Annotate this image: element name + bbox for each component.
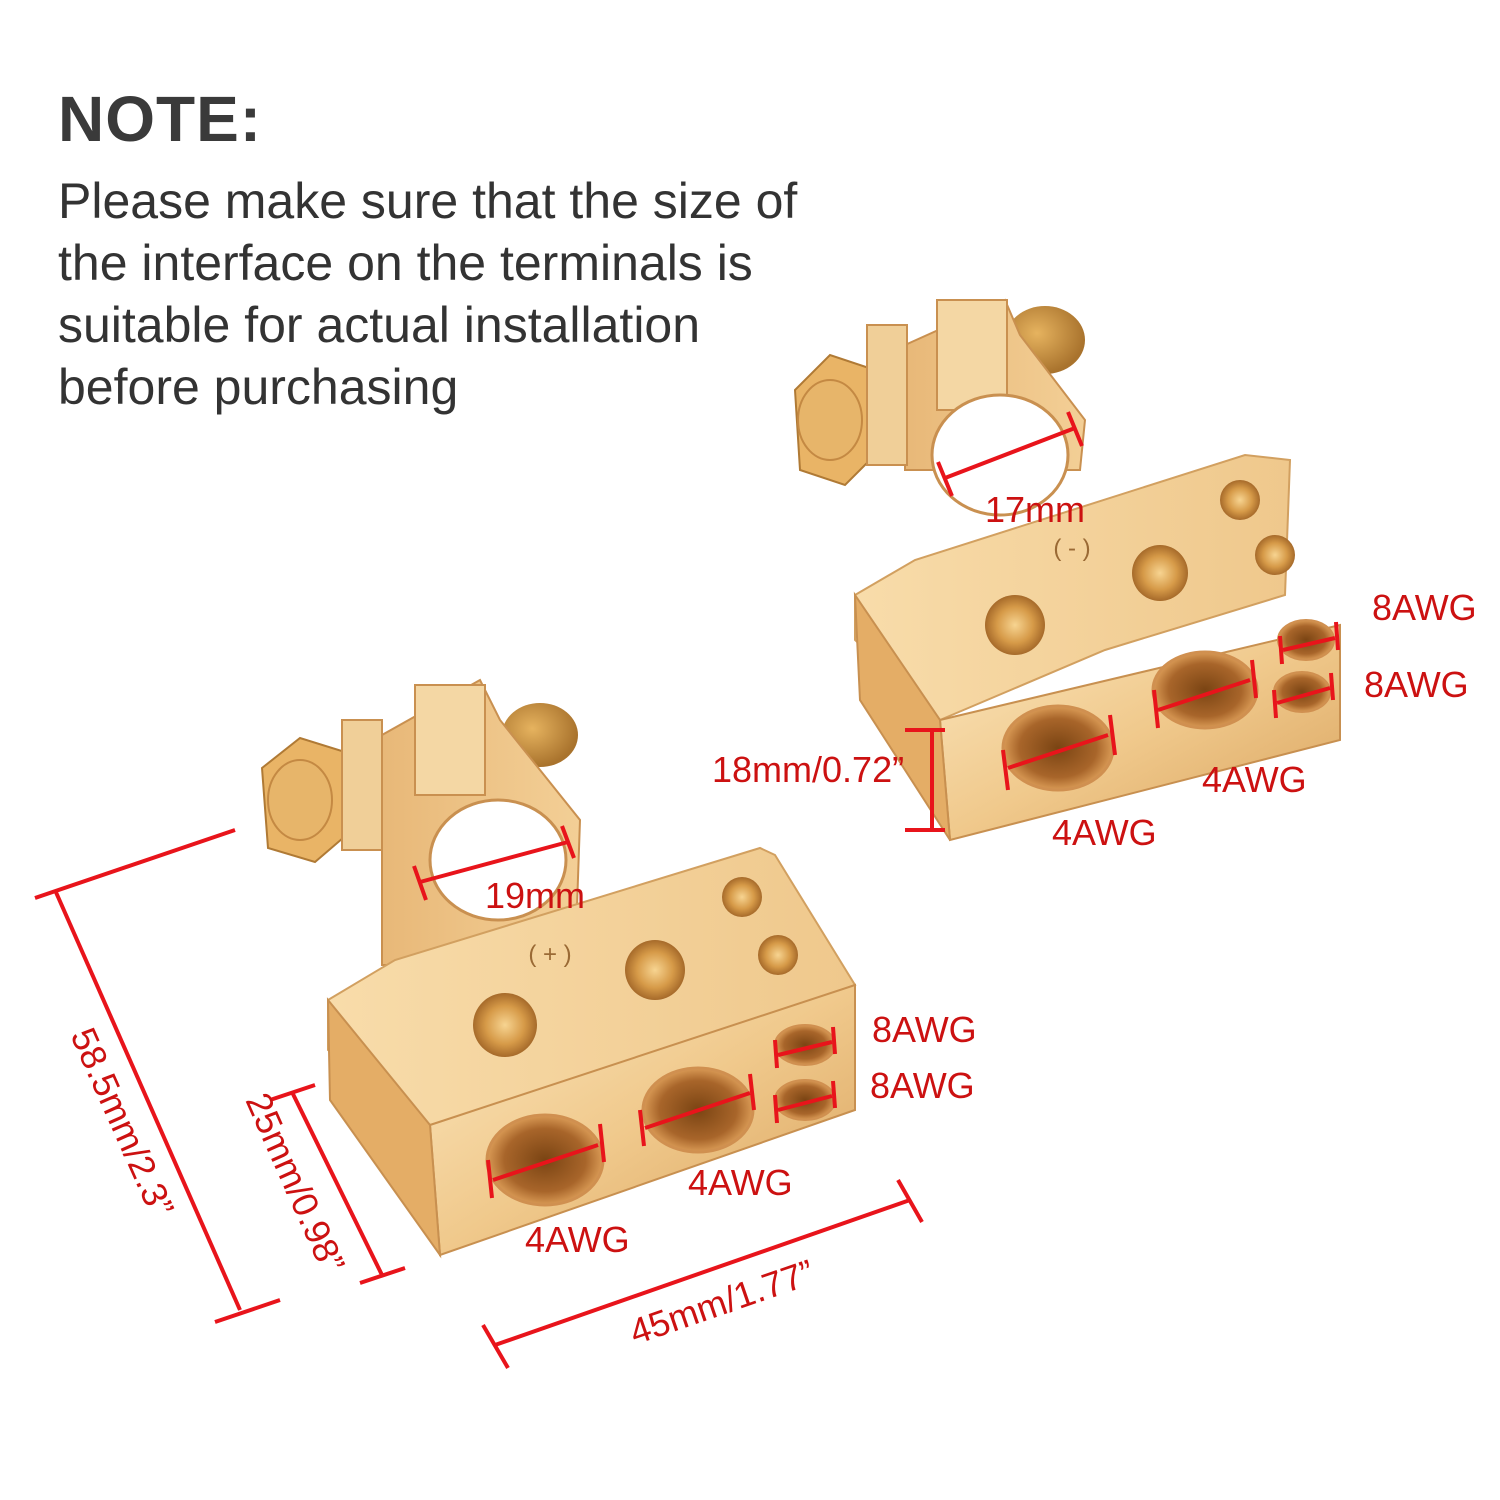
screw-icon bbox=[985, 595, 1045, 655]
dim-tick bbox=[214, 1298, 281, 1324]
note-title: NOTE: bbox=[58, 83, 263, 155]
dim-port-large-1-positive: 4AWG bbox=[525, 1219, 630, 1260]
note-line-2: the interface on the terminals is bbox=[58, 235, 753, 291]
port-small-hole bbox=[774, 1079, 836, 1121]
clamp-plate-2 bbox=[936, 299, 1008, 411]
dim-tick bbox=[34, 828, 236, 900]
port-large-hole bbox=[485, 1113, 605, 1207]
screw-icon bbox=[1220, 480, 1260, 520]
bolt-end-icon bbox=[797, 379, 863, 461]
dim-line-width bbox=[494, 1198, 911, 1347]
dim-tick bbox=[560, 825, 576, 859]
dim-tick bbox=[598, 1123, 606, 1163]
polarity-label-negative: ( - ) bbox=[1053, 535, 1090, 562]
dim-line-port bbox=[1276, 686, 1331, 705]
dim-tick bbox=[269, 1083, 316, 1102]
dim-tick bbox=[748, 1073, 756, 1111]
dim-port-large-2-positive: 4AWG bbox=[688, 1162, 793, 1203]
dim-tick bbox=[1278, 635, 1284, 665]
dim-line-port bbox=[1282, 636, 1336, 652]
dim-line-port bbox=[644, 1091, 751, 1130]
clamp-plate bbox=[341, 719, 383, 851]
note-line-3: suitable for actual installation bbox=[58, 297, 701, 353]
dim-tick bbox=[1152, 689, 1160, 729]
dim-line-port bbox=[777, 1040, 833, 1057]
dim-total-height-positive: 58.5mm/2.3” bbox=[63, 1022, 183, 1223]
dim-line-port bbox=[1157, 678, 1251, 712]
dim-port-small-2-negative: 8AWG bbox=[1364, 664, 1469, 705]
block-side bbox=[853, 591, 951, 841]
dim-tick bbox=[1329, 672, 1335, 701]
screw-icon bbox=[722, 877, 762, 917]
dim-tick bbox=[1108, 714, 1117, 756]
port-large-hole bbox=[1001, 704, 1115, 792]
dim-tick bbox=[359, 1266, 406, 1285]
note-line-1: Please make sure that the size of bbox=[58, 173, 798, 229]
dim-tick bbox=[638, 1109, 646, 1147]
clamp-plate-2 bbox=[414, 684, 486, 796]
dim-tick bbox=[1001, 749, 1010, 791]
dim-clamp-positive: 19mm bbox=[485, 875, 585, 916]
dim-tick bbox=[412, 865, 428, 901]
bolt-end-icon bbox=[267, 759, 333, 841]
dim-tick bbox=[773, 1039, 779, 1069]
note-line-4: before purchasing bbox=[58, 359, 459, 415]
dim-port-small-2-positive: 8AWG bbox=[870, 1065, 975, 1106]
dim-tick bbox=[831, 1026, 837, 1055]
dim-tick bbox=[1272, 689, 1278, 719]
dim-line-port bbox=[777, 1094, 833, 1112]
screw-icon bbox=[473, 993, 537, 1057]
dim-tick bbox=[936, 461, 954, 497]
screw-icon bbox=[1255, 535, 1295, 575]
dim-tick bbox=[486, 1159, 494, 1199]
screw-icon bbox=[1132, 545, 1188, 601]
polarity-label-positive: ( + ) bbox=[528, 941, 571, 968]
screw-icon bbox=[625, 940, 685, 1000]
dim-height-negative: 18mm/0.72” bbox=[712, 749, 904, 790]
dim-clamp-negative: 17mm bbox=[985, 489, 1085, 530]
port-large-hole bbox=[1151, 650, 1259, 730]
dim-line-port bbox=[492, 1143, 599, 1182]
clamp-plate bbox=[866, 324, 908, 466]
dim-line-total-height bbox=[53, 889, 242, 1311]
dim-tick bbox=[1334, 621, 1340, 651]
dim-line-clamp bbox=[419, 840, 569, 884]
screw-icon bbox=[758, 935, 798, 975]
dim-tick bbox=[831, 1080, 837, 1109]
dim-line-height bbox=[290, 1091, 384, 1276]
dim-port-large-2-negative: 4AWG bbox=[1202, 759, 1307, 800]
dim-port-small-1-negative: 8AWG bbox=[1372, 587, 1477, 628]
dim-port-small-1-positive: 8AWG bbox=[872, 1009, 977, 1050]
negative-terminal: ( - ) 17mm 18mm/0.72” bbox=[712, 298, 1477, 853]
dim-tick bbox=[1250, 659, 1258, 699]
dim-line-port bbox=[1007, 733, 1109, 770]
dim-tick bbox=[481, 1323, 510, 1370]
block-side bbox=[326, 997, 442, 1259]
dim-port-large-1-negative: 4AWG bbox=[1052, 812, 1157, 853]
dim-tick bbox=[896, 1179, 924, 1223]
dim-line-clamp bbox=[944, 426, 1076, 480]
dim-tick bbox=[773, 1094, 779, 1124]
dim-tick bbox=[1066, 411, 1084, 447]
